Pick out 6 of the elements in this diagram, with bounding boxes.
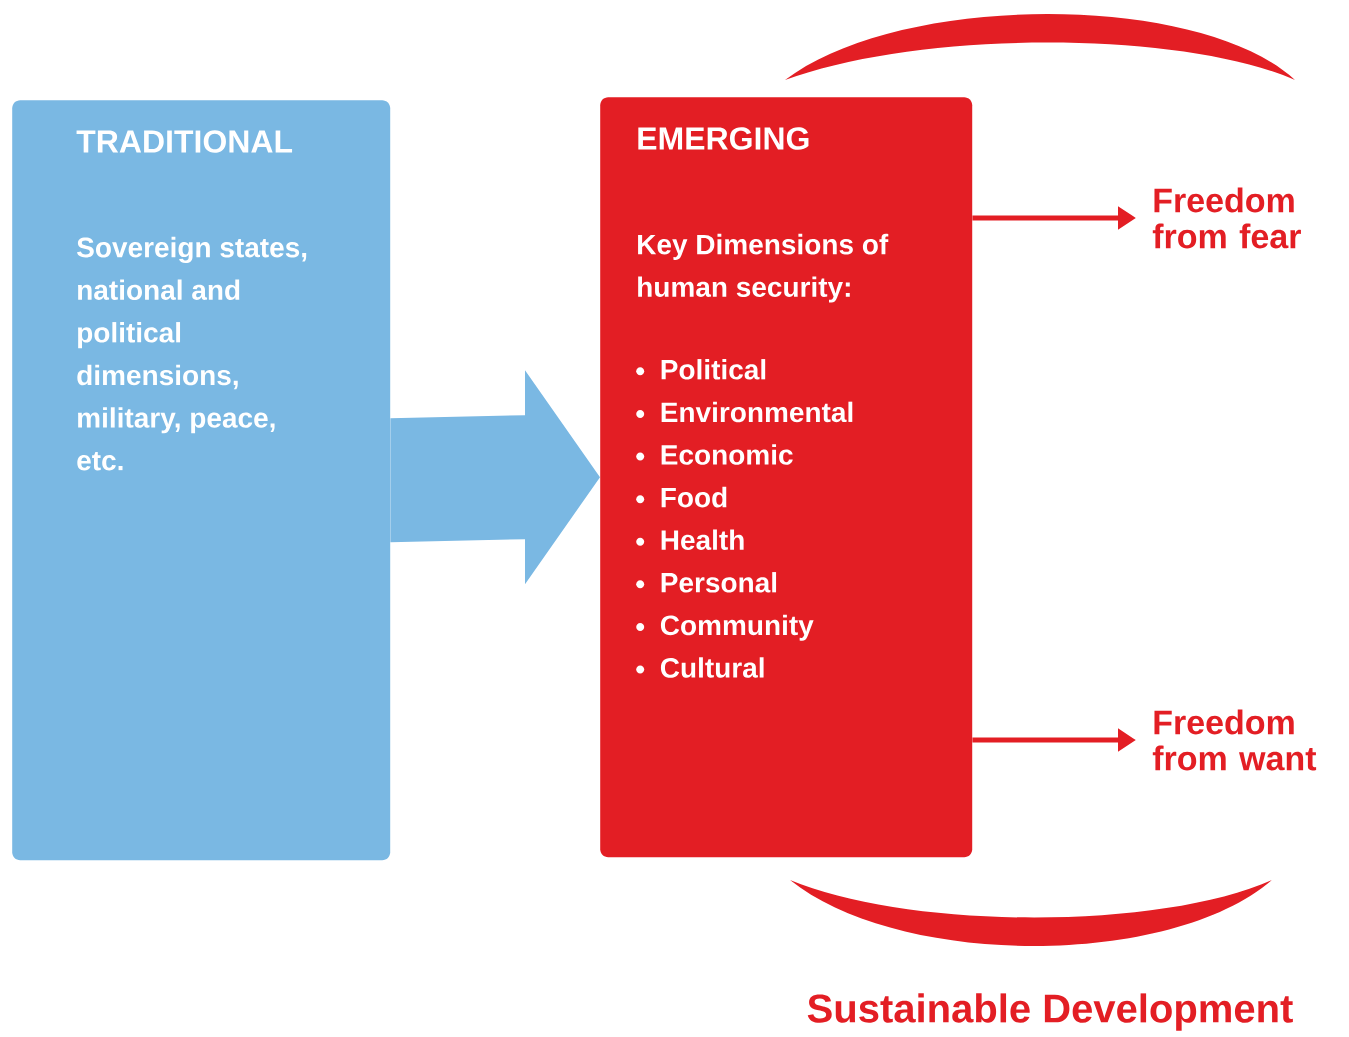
block-arrow	[390, 370, 600, 585]
concept-box: EMERGING Key Dimensions of human security: Political Environmental Economic Food Health Personal Community Cultural	[600, 97, 973, 858]
outcome-label: Freedom from fear	[1152, 187, 1301, 249]
outcome-label: Freedom from want	[1152, 709, 1317, 771]
concept-box: TRADITIONAL Sovereign states, national and political dimensions, military, peace, etc.	[12, 100, 391, 861]
label-text: Sustainable Development	[807, 993, 1293, 1031]
